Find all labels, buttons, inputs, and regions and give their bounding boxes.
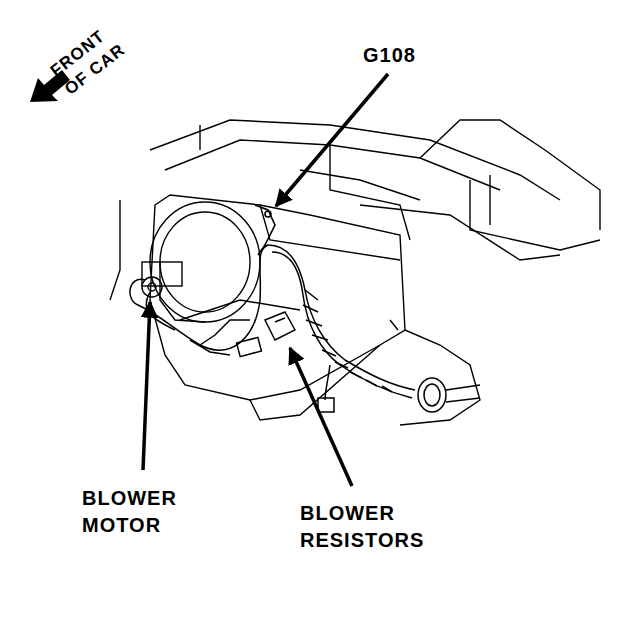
leader-lines <box>143 74 388 486</box>
ground-label: G108 <box>363 42 443 69</box>
direction-label: FRONT OF CAR <box>46 17 136 101</box>
housing-lines <box>110 120 600 425</box>
wiring-harness <box>130 245 480 412</box>
part-label: BLOWER MOTOR <box>82 485 207 539</box>
part-label: BLOWER RESISTORS <box>300 500 450 554</box>
